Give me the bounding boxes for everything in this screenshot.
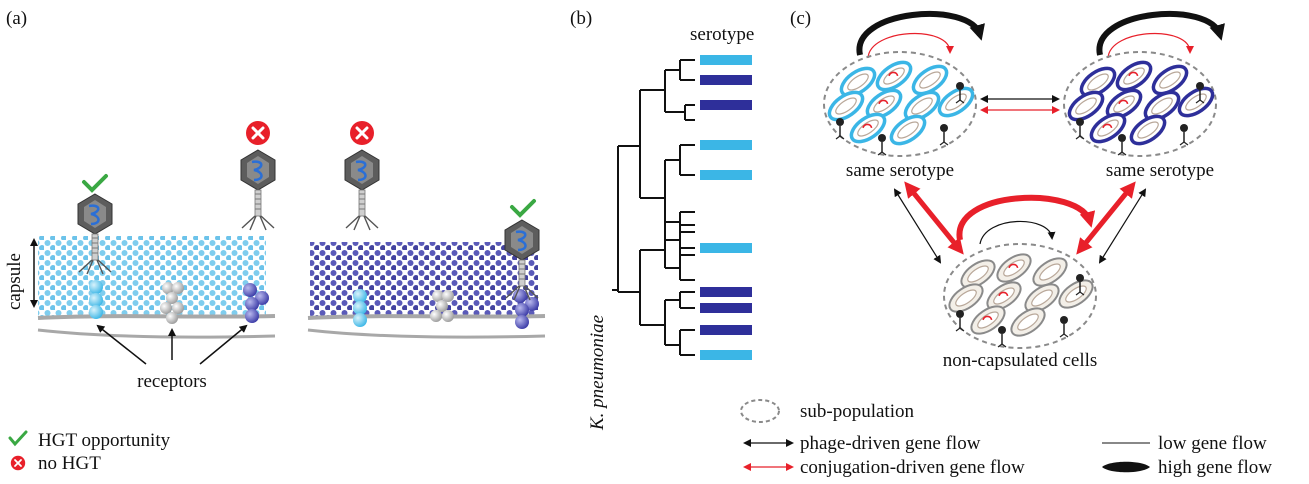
phage-mini-icon bbox=[1117, 133, 1127, 156]
serotype-bar-dark bbox=[700, 75, 752, 85]
receptor-dark-blue bbox=[243, 283, 269, 323]
no-hgt-icon bbox=[244, 119, 272, 147]
cluster-right-label: same serotype bbox=[1106, 160, 1214, 181]
phage-blocked-icon bbox=[343, 148, 381, 232]
high-conj-loop-arrow bbox=[956, 194, 1096, 241]
phylogenetic-tree bbox=[612, 59, 695, 356]
cell bbox=[1010, 307, 1046, 337]
phage-mini-icon bbox=[997, 325, 1007, 348]
cell bbox=[1177, 86, 1215, 118]
receptors-label: receptors bbox=[137, 371, 207, 392]
cell bbox=[1032, 257, 1068, 287]
phage-mini-icon bbox=[835, 117, 845, 140]
low-phage-flow-arrow bbox=[893, 188, 942, 264]
panel-b: (b) serotype K. pneumoniae bbox=[570, 8, 754, 431]
phage-blocked-icon bbox=[239, 148, 277, 232]
serotype-bars bbox=[700, 55, 752, 360]
cell bbox=[937, 86, 975, 118]
cell bbox=[986, 281, 1022, 311]
legend-subpop-icon bbox=[740, 399, 780, 423]
phage-mini-icon bbox=[955, 309, 965, 332]
cell bbox=[1079, 66, 1117, 98]
subpopulation-noncapsulated bbox=[943, 243, 1097, 349]
legend-check-icon bbox=[8, 430, 28, 447]
panel-b-label: (b) bbox=[570, 8, 592, 29]
high-conj-flow-arrow bbox=[904, 181, 964, 255]
phage-mini-icon bbox=[1075, 117, 1085, 140]
cell bbox=[827, 90, 865, 122]
legend-hgt: HGT opportunity bbox=[38, 430, 171, 451]
subpopulation-dark bbox=[1063, 51, 1217, 157]
serotype-bar-light bbox=[700, 170, 752, 180]
receptor-light-blue bbox=[353, 289, 367, 327]
cell bbox=[1058, 279, 1094, 309]
check-icon bbox=[510, 199, 536, 218]
cell bbox=[911, 64, 949, 96]
legend-conj: conjugation-driven gene flow bbox=[800, 457, 1025, 478]
membrane-dark-capsule bbox=[307, 119, 546, 339]
receptor-arrow bbox=[96, 324, 147, 365]
serotype-bar-light bbox=[700, 350, 752, 360]
low-conj-loop-arrow bbox=[867, 33, 954, 59]
cell bbox=[970, 305, 1006, 335]
cluster-bottom-label: non-capsulated cells bbox=[943, 350, 1098, 371]
cell bbox=[1143, 90, 1181, 122]
high-phage-loop-arrow bbox=[1096, 10, 1225, 56]
serotype-bar-light bbox=[700, 243, 752, 253]
cell bbox=[948, 283, 984, 313]
cell bbox=[839, 66, 877, 98]
receptor-light-blue bbox=[89, 280, 103, 319]
phage-mini-icon bbox=[1059, 315, 1069, 338]
check-icon bbox=[82, 174, 108, 193]
cell bbox=[1089, 112, 1127, 144]
subpopulation-light bbox=[823, 51, 977, 157]
legend-subpop: sub-population bbox=[800, 401, 914, 422]
phage-mini-icon bbox=[877, 133, 887, 156]
panel-c: (c) same serotype bbox=[740, 8, 1272, 478]
cell bbox=[875, 60, 913, 92]
cell bbox=[1151, 64, 1189, 96]
receptor-grey bbox=[430, 290, 454, 322]
serotype-bar-dark bbox=[700, 325, 752, 335]
panel-a-label: (a) bbox=[6, 8, 27, 29]
serotype-bar-light bbox=[700, 140, 752, 150]
serotype-bar-dark bbox=[700, 100, 752, 110]
cell bbox=[1024, 283, 1060, 313]
phage-mini-icon bbox=[939, 123, 949, 146]
cell bbox=[960, 259, 996, 289]
receptor-dark-blue bbox=[513, 289, 539, 329]
legend-no-hgt: no HGT bbox=[38, 453, 101, 474]
cell bbox=[1129, 114, 1167, 146]
legend-no-hgt-icon bbox=[9, 454, 27, 472]
receptor-grey bbox=[160, 282, 184, 324]
serotype-bar-light bbox=[700, 55, 752, 65]
cell bbox=[996, 253, 1032, 283]
legend-high: high gene flow bbox=[1158, 457, 1272, 478]
no-hgt-icon bbox=[348, 119, 376, 147]
cell bbox=[903, 90, 941, 122]
cell bbox=[1115, 60, 1153, 92]
low-conj-loop-arrow bbox=[1107, 33, 1194, 59]
panel-c-label: (c) bbox=[790, 8, 811, 29]
legend-high-icon bbox=[1102, 461, 1150, 473]
cluster-left-label: same serotype bbox=[846, 160, 954, 181]
cell bbox=[889, 114, 927, 146]
receptor-arrow bbox=[199, 324, 248, 365]
membrane-light-capsule bbox=[37, 119, 277, 339]
serotype-bar-dark bbox=[700, 287, 752, 297]
cell bbox=[1067, 90, 1105, 122]
capsule-label: capsule bbox=[4, 253, 25, 310]
legend-low: low gene flow bbox=[1158, 433, 1267, 454]
cell bbox=[849, 112, 887, 144]
panel-a: (a) bbox=[4, 8, 546, 474]
species-label: K. pneumoniae bbox=[587, 315, 608, 431]
serotype-header: serotype bbox=[690, 24, 754, 45]
legend-phage: phage-driven gene flow bbox=[800, 433, 981, 454]
high-phage-loop-arrow bbox=[856, 10, 985, 56]
phage-mini-icon bbox=[1179, 123, 1189, 146]
low-phage-flow-arrow bbox=[1098, 188, 1147, 264]
low-phage-loop-arrow bbox=[979, 220, 1056, 245]
serotype-bar-dark bbox=[700, 303, 752, 313]
